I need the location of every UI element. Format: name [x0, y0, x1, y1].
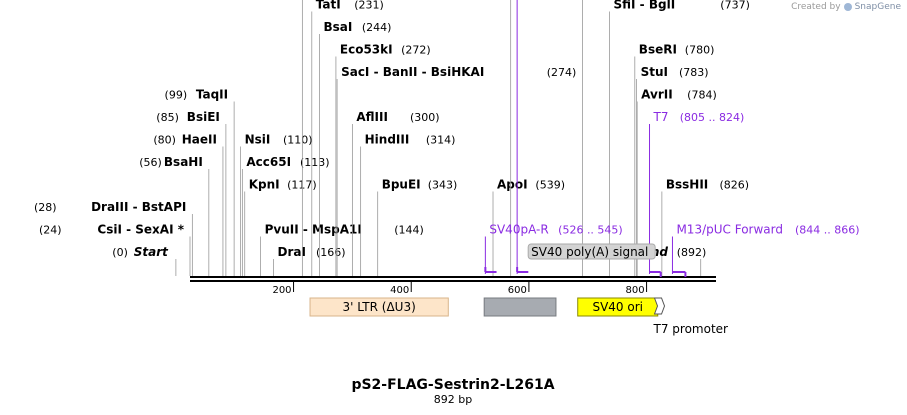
site-position: (144)	[394, 224, 424, 237]
primer-position: (844 .. 866)	[795, 224, 860, 237]
site-position: (300)	[410, 111, 440, 124]
credit-brand: SnapGene	[854, 2, 901, 12]
site-label[interactable]: Eco53kI	[340, 43, 393, 57]
credit: Created by SnapGene	[791, 2, 901, 12]
primer-label[interactable]: T7	[653, 110, 669, 124]
primer-label[interactable]: SV40pA-R	[489, 223, 548, 237]
site-label[interactable]: TatI	[316, 0, 341, 12]
site-label[interactable]: BseRI	[639, 43, 677, 57]
site-position: (892)	[677, 246, 707, 259]
site-label[interactable]: CsiI - SexAI *	[97, 223, 184, 237]
primer-position: (526 .. 545)	[558, 224, 623, 237]
site-label[interactable]: BssHII	[666, 178, 708, 192]
axis-tick-label: 400	[390, 285, 409, 296]
site-label[interactable]: PvuII - MspA1I	[265, 223, 362, 237]
site-label-start[interactable]: Start	[134, 245, 169, 259]
feature-label: SV40 ori	[592, 300, 643, 314]
site-position: (780)	[685, 44, 715, 57]
site-position: (231)	[354, 0, 384, 12]
site-label[interactable]: HaeII	[182, 133, 217, 147]
site-position: (783)	[679, 66, 709, 79]
site-label[interactable]: BsaI	[323, 20, 352, 34]
site-position: (737)	[720, 0, 750, 12]
site-position: (99)	[165, 89, 188, 102]
site-label[interactable]: DraI	[278, 245, 306, 259]
site-position: (28)	[34, 201, 57, 214]
axis-tick-label: 800	[625, 285, 644, 296]
site-position: (85)	[156, 111, 179, 124]
site-position: (0)	[112, 246, 128, 259]
site-position: (272)	[401, 44, 431, 57]
site-label[interactable]: SacI - BanII - BsiHKAI	[341, 65, 484, 79]
site-label[interactable]: SfiI - BglI	[614, 0, 676, 12]
site-label[interactable]: KpnI	[249, 178, 280, 192]
site-position: (113)	[300, 156, 330, 169]
site-label[interactable]: DraIII - BstAPI	[91, 200, 186, 214]
site-label[interactable]: AvrII	[641, 88, 673, 102]
site-position: (110)	[283, 134, 313, 147]
site-label[interactable]: Acc65I	[246, 155, 291, 169]
site-position: (80)	[153, 134, 176, 147]
feature-label: SV40 poly(A) signal	[531, 245, 648, 259]
site-label[interactable]: ApoI	[497, 178, 528, 192]
site-label[interactable]: BsaHI	[164, 155, 203, 169]
site-position: (539)	[535, 179, 565, 192]
promoter-label: T7 promoter	[653, 322, 729, 336]
site-position: (784)	[687, 89, 717, 102]
site-label[interactable]: BpuEI	[382, 178, 421, 192]
primer-position: (805 .. 824)	[680, 111, 745, 124]
site-position: (343)	[428, 179, 458, 192]
feature-label: 3' LTR (ΔU3)	[343, 300, 416, 314]
axis-tick-label: 600	[508, 285, 527, 296]
feature-box[interactable]	[483, 297, 557, 317]
site-position: (274)	[547, 66, 577, 79]
site-position: (56)	[139, 156, 162, 169]
map-subtitle: 892 bp	[434, 393, 472, 406]
site-label[interactable]: NsiI	[245, 133, 271, 147]
site-label[interactable]: TaqII	[196, 88, 228, 102]
site-position: (314)	[426, 134, 456, 147]
site-position: (24)	[39, 224, 62, 237]
promoter-arrow-icon[interactable]	[653, 297, 666, 315]
site-position: (244)	[362, 21, 392, 34]
credit-prefix: Created by	[791, 2, 841, 12]
map-title: pS2-FLAG-Sestrin2-L261A	[351, 377, 554, 393]
axis-tick-label: 200	[272, 285, 291, 296]
site-label[interactable]: BsiEI	[187, 110, 220, 124]
site-position: (117)	[287, 179, 317, 192]
primer-label[interactable]: M13/pUC Forward	[676, 223, 783, 237]
feature-box[interactable]	[309, 297, 449, 317]
snapgene-logo-icon	[843, 3, 852, 11]
site-position: (166)	[316, 246, 346, 259]
site-label[interactable]: StuI	[641, 65, 668, 79]
site-label[interactable]: AflIII	[356, 110, 388, 124]
site-position: (826)	[719, 179, 749, 192]
feature-label-pill	[527, 243, 656, 260]
site-label[interactable]: HindIII	[365, 133, 410, 147]
